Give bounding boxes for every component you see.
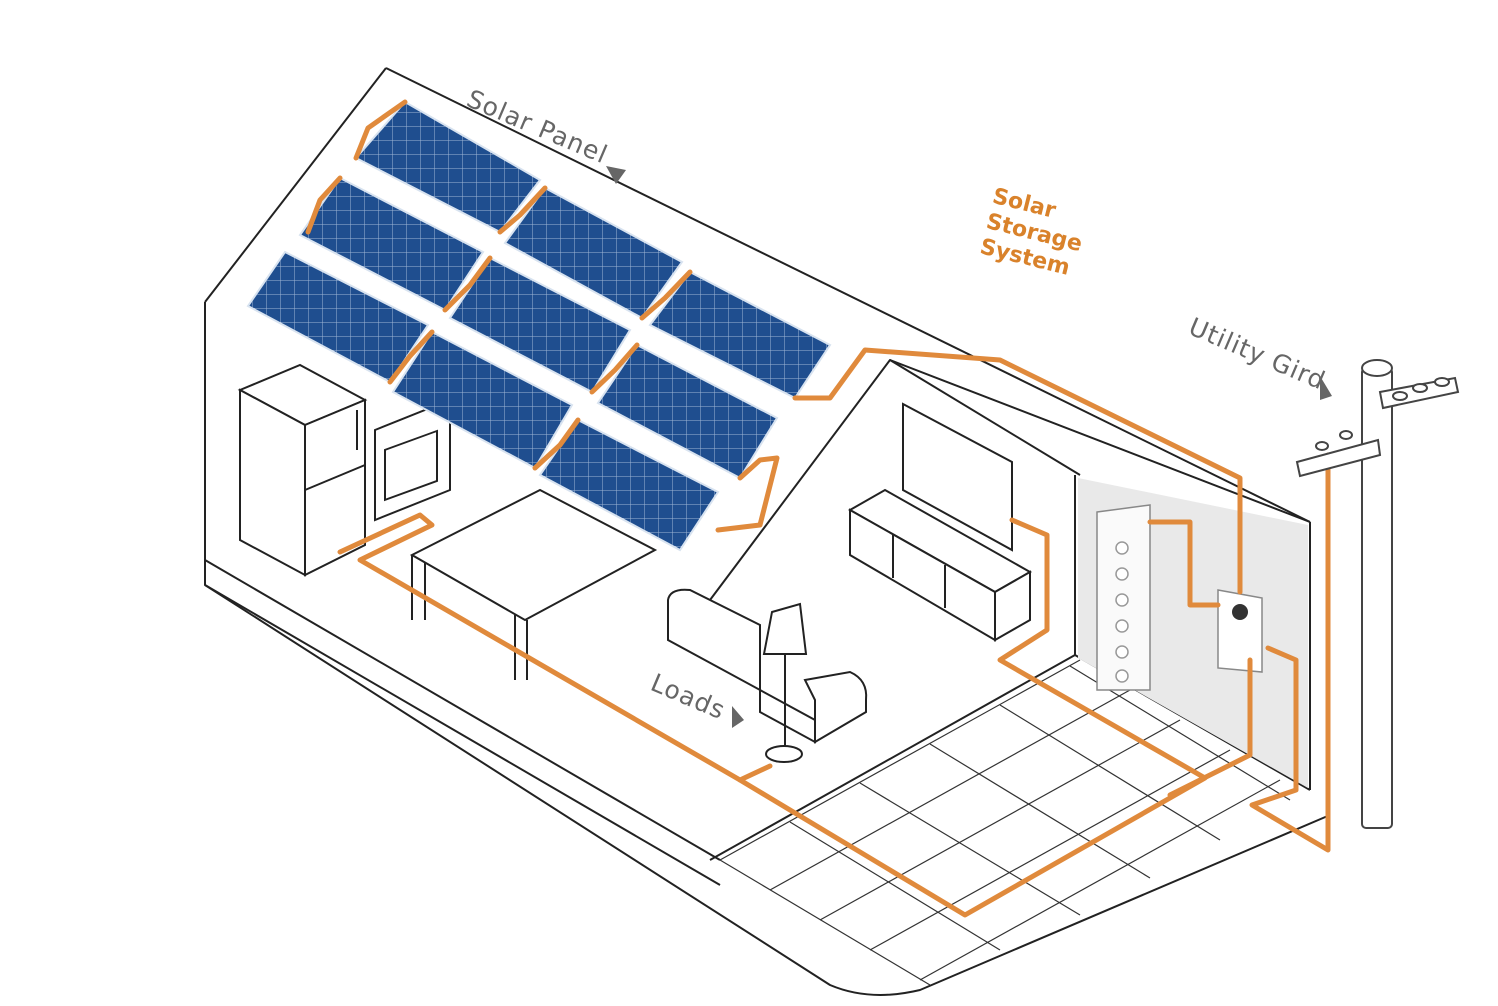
wiring — [305, 99, 1331, 918]
solar-panel-9 — [538, 418, 720, 552]
kitchen-appliances — [237, 363, 451, 577]
triangle-pointer-icon — [606, 166, 1332, 728]
floor-tiles — [719, 659, 1291, 986]
battery-stack — [1096, 504, 1151, 691]
solar-panel-array — [246, 100, 832, 552]
sofa — [667, 588, 868, 744]
floor-lamp — [762, 602, 808, 763]
table — [409, 488, 658, 680]
inverter — [1217, 589, 1263, 673]
utility-pole — [1295, 359, 1460, 829]
tv-stand — [847, 402, 1033, 642]
house-outline — [204, 67, 1331, 996]
